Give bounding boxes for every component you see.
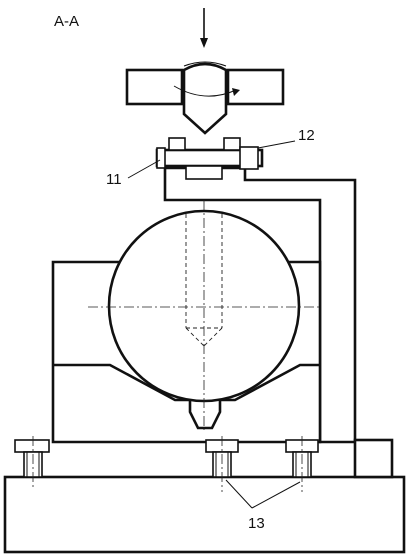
bolt-left [14, 436, 50, 490]
head-left-arm [125, 68, 184, 106]
callout-11: 11 [106, 171, 122, 188]
rotation-arrowhead [232, 88, 240, 96]
base-plate [3, 475, 406, 554]
leader-13b [251, 481, 301, 509]
bolt-right [285, 436, 319, 492]
head-right-arm [226, 68, 285, 106]
rotation-arc [173, 85, 237, 97]
leader-11 [127, 159, 161, 179]
bolt-middle [205, 436, 239, 492]
load-arrow [200, 8, 208, 48]
callout-12: 12 [298, 127, 315, 144]
section-label: A-A [54, 13, 79, 30]
side-step-block [353, 438, 394, 479]
callout-13: 13 [248, 515, 265, 532]
clamp-screw-head [239, 146, 259, 170]
head-punch [182, 62, 228, 135]
rotating-head [125, 61, 285, 135]
clamp-jaw [185, 165, 223, 180]
leader-13a [225, 479, 253, 509]
clamp-end-cap [156, 147, 166, 169]
clamp-bracket [155, 137, 357, 444]
cylinder-workpiece [88, 200, 322, 430]
leader-12 [257, 140, 296, 149]
clamp-block-left-top [168, 137, 186, 151]
clamp-block-right-top [223, 137, 241, 151]
